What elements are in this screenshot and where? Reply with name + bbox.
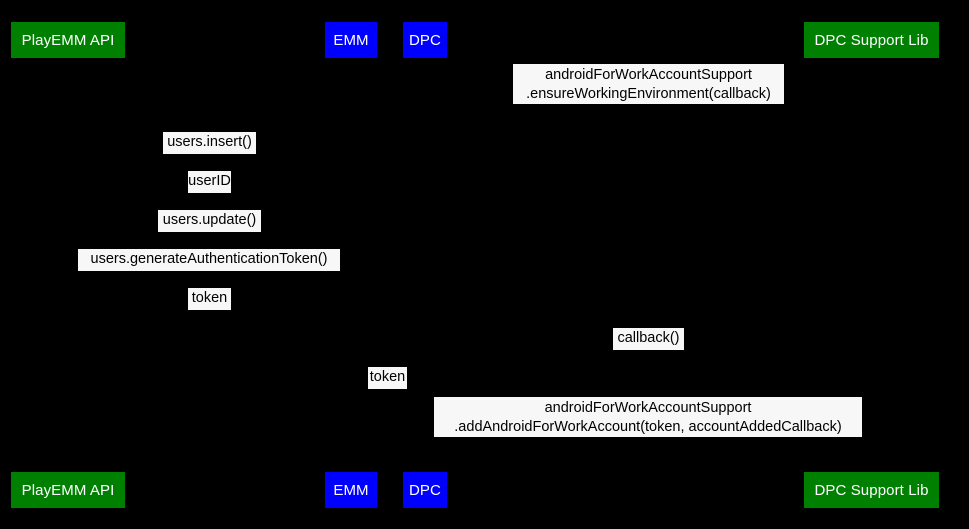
msg-users-insert: users.insert() [163, 132, 256, 154]
message-text-line: .addAndroidForWorkAccount(token, account… [454, 419, 842, 435]
message-text-line: androidForWorkAccountSupport [544, 400, 752, 416]
msg-token-to-emm: token [188, 288, 231, 310]
actor-label: EMM [333, 31, 369, 49]
actor-footer-dpc[interactable]: DPC [403, 472, 447, 508]
actor-label: PlayEMM API [21, 481, 115, 499]
message-text-line: users.insert() [167, 134, 252, 150]
lifeline-dpc [425, 58, 426, 471]
msg-users-update: users.update() [158, 210, 261, 232]
actor-label: DPC Support Lib [814, 481, 929, 499]
actor-header-emm[interactable]: EMM [325, 22, 377, 58]
actor-header-dpc[interactable]: DPC [403, 22, 447, 58]
message-text-line: token [369, 369, 406, 385]
actor-label: EMM [333, 481, 369, 499]
actor-footer-dpc-support-lib[interactable]: DPC Support Lib [804, 472, 939, 508]
msg-token-to-dpc: token [368, 367, 407, 389]
msg-userid: userID [188, 171, 231, 193]
actor-header-playemm-api[interactable]: PlayEMM API [11, 22, 125, 58]
lifeline-playemm-api [68, 58, 69, 471]
message-text-line: callback() [617, 330, 680, 346]
message-text-line: userID [188, 173, 231, 189]
msg-add-android-for-work-account: androidForWorkAccountSupport .addAndroidF… [434, 397, 862, 437]
actor-label: PlayEMM API [21, 31, 115, 49]
message-text-line: androidForWorkAccountSupport [545, 67, 752, 83]
msg-ensure-working-environment: androidForWorkAccountSupport .ensureWorki… [513, 64, 784, 104]
message-text-line: token [191, 290, 228, 306]
actor-footer-playemm-api[interactable]: PlayEMM API [11, 472, 125, 508]
actor-label: DPC [409, 31, 441, 49]
lifeline-emm [351, 58, 352, 471]
msg-callback: callback() [613, 328, 684, 350]
actor-label: DPC Support Lib [814, 31, 929, 49]
actor-footer-emm[interactable]: EMM [325, 472, 377, 508]
lifeline-dpc-support-lib [871, 58, 873, 471]
message-text-line: .ensureWorkingEnvironment(callback) [526, 86, 771, 102]
msg-generate-authentication-token: users.generateAuthenticationToken() [78, 249, 340, 271]
actor-label: DPC [409, 481, 441, 499]
message-text-line: users.update() [162, 212, 257, 228]
actor-header-dpc-support-lib[interactable]: DPC Support Lib [804, 22, 939, 58]
message-text-line: users.generateAuthenticationToken() [90, 251, 328, 267]
